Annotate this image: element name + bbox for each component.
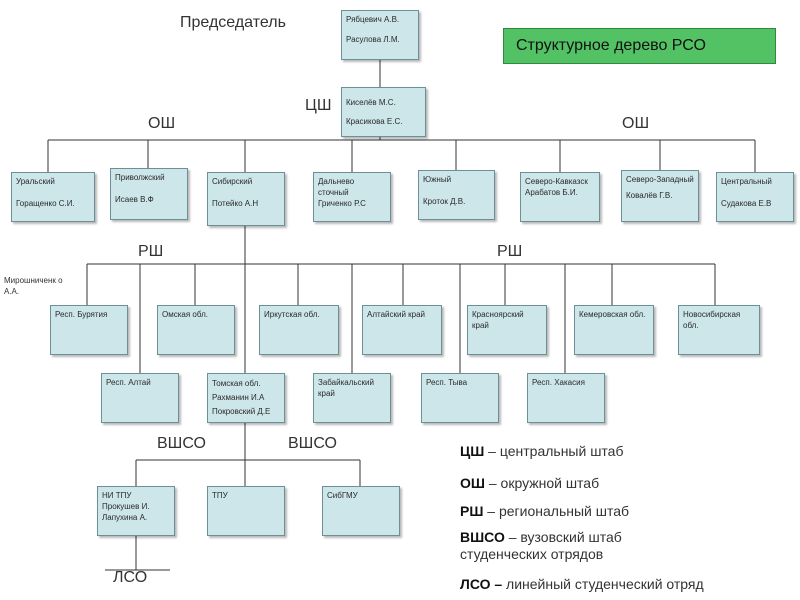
csh-name-1: Киселёв М.С.: [346, 98, 396, 107]
district-head: Кроток Д.В.: [423, 197, 466, 206]
legend-text: – центральный штаб: [484, 443, 624, 459]
region-box-khakasia: Респ. Хакасия: [527, 373, 605, 423]
region-box-kemerovo: Кемеровская обл.: [574, 305, 654, 355]
legend-text: – окружной штаб: [484, 475, 600, 491]
region-box-tyva: Респ. Тыва: [421, 373, 499, 423]
legend-abbr: ЦШ: [460, 443, 485, 459]
osh-label-right: ОШ: [622, 115, 650, 132]
chairman-box: Рябцевич А.В. Расулова Л.М.: [341, 10, 419, 60]
district-head: Горащенко С.И.: [16, 199, 75, 208]
district-head: Арабатов Б.И.: [525, 188, 578, 197]
district-box-central: Центральный Судакова Е.В: [716, 172, 794, 222]
district-name: Дальнево сточный: [318, 177, 355, 197]
university-box-ni-tpu: НИ ТПУ Прокушев И. Лапухина А.: [97, 486, 175, 536]
region-box-irkutsk: Иркутская обл.: [259, 305, 339, 355]
district-box-volga: Приволжский Исаев В.Ф: [110, 168, 188, 220]
district-name: Северо-Западный: [626, 175, 694, 184]
diagram-title: Структурное дерево РСО: [503, 28, 776, 64]
region-box-altai-rep: Респ. Алтай: [101, 373, 179, 423]
district-box-far-east: Дальнево сточный Гриченко Р.С: [313, 172, 391, 222]
rsh-label-right: РШ: [497, 243, 523, 260]
region-box-novosibirsk: Новосибирская обл.: [678, 305, 760, 355]
legend-item-lso: ЛСО – линейный студенческий отряд: [460, 576, 704, 593]
legend-item-vshso: ВШСО – вузовский штаб студенческих отряд…: [460, 529, 700, 563]
lso-label: ЛСО: [113, 569, 148, 586]
csh-label: ЦШ: [305, 97, 332, 114]
vshso-label-left: ВШСО: [157, 435, 206, 452]
district-name: Сибирский: [212, 177, 253, 186]
chairman-label: Председатель: [180, 14, 286, 31]
legend-abbr: ЛСО –: [460, 576, 503, 592]
vshso-label-right: ВШСО: [288, 435, 337, 452]
region-box-krasnoyarsk: Красноярский край: [467, 305, 547, 355]
region-box-omsk: Омская обл.: [157, 305, 235, 355]
district-box-ural: Уральский Горащенко С.И.: [11, 172, 95, 222]
legend-abbr: РШ: [460, 503, 484, 519]
district-head: Ковалёв Г.В.: [626, 191, 673, 200]
legend-abbr: ВШСО: [460, 529, 505, 545]
district-name: Приволжский: [115, 173, 165, 182]
legend-text: линейный студенческий отряд: [502, 576, 704, 592]
legend-item-csh: ЦШ – центральный штаб: [460, 443, 623, 460]
district-head: Гриченко Р.С: [318, 199, 366, 208]
university-box-sibgmu: СибГМУ: [322, 486, 400, 536]
region-box-tomsk: Томская обл. Рахманин И.А Покровский Д.Е: [207, 373, 285, 423]
csh-name-2: Красикова Е.С.: [346, 117, 403, 126]
legend-item-osh: ОШ – окружной штаб: [460, 475, 599, 492]
legend-item-rsh: РШ – региональный штаб: [460, 503, 629, 520]
district-name: Центральный: [721, 177, 772, 186]
region-box-altai-krai: Алтайский край: [362, 305, 442, 355]
region-box-buryatia: Респ. Бурятия: [50, 305, 128, 355]
district-name: Уральский: [16, 177, 55, 186]
district-box-siberia: Сибирский Потейко А.Н: [207, 172, 285, 226]
district-head: Потейко А.Н: [212, 199, 259, 208]
district-head: Исаев В.Ф: [115, 195, 154, 204]
district-name: Южный: [423, 175, 452, 184]
region-box-zabaykalsky: Забайкальский край: [313, 373, 391, 423]
legend-text: – региональный штаб: [483, 503, 630, 519]
district-name: Северо-Кавказск: [525, 177, 588, 186]
chairman-name-2: Расулова Л.М.: [346, 35, 400, 44]
university-box-tpu: ТПУ: [207, 486, 285, 536]
chairman-name-1: Рябцевич А.В.: [346, 15, 400, 24]
district-box-south: Южный Кроток Д.В.: [418, 170, 495, 220]
miroshnichenko-label: Мирошниченк о А.А.: [4, 276, 63, 296]
district-box-north-caucasus: Северо-Кавказск Арабатов Б.И.: [520, 172, 600, 222]
legend-text: – вузовский штаб студенческих отрядов: [460, 529, 622, 562]
csh-box: Киселёв М.С. Красикова Е.С.: [341, 87, 426, 137]
legend-abbr: ОШ: [460, 475, 485, 491]
district-head: Судакова Е.В: [721, 199, 772, 208]
osh-label-left: ОШ: [148, 115, 176, 132]
district-box-north-west: Северо-Западный Ковалёв Г.В.: [621, 170, 699, 222]
rsh-label-left: РШ: [138, 243, 164, 260]
